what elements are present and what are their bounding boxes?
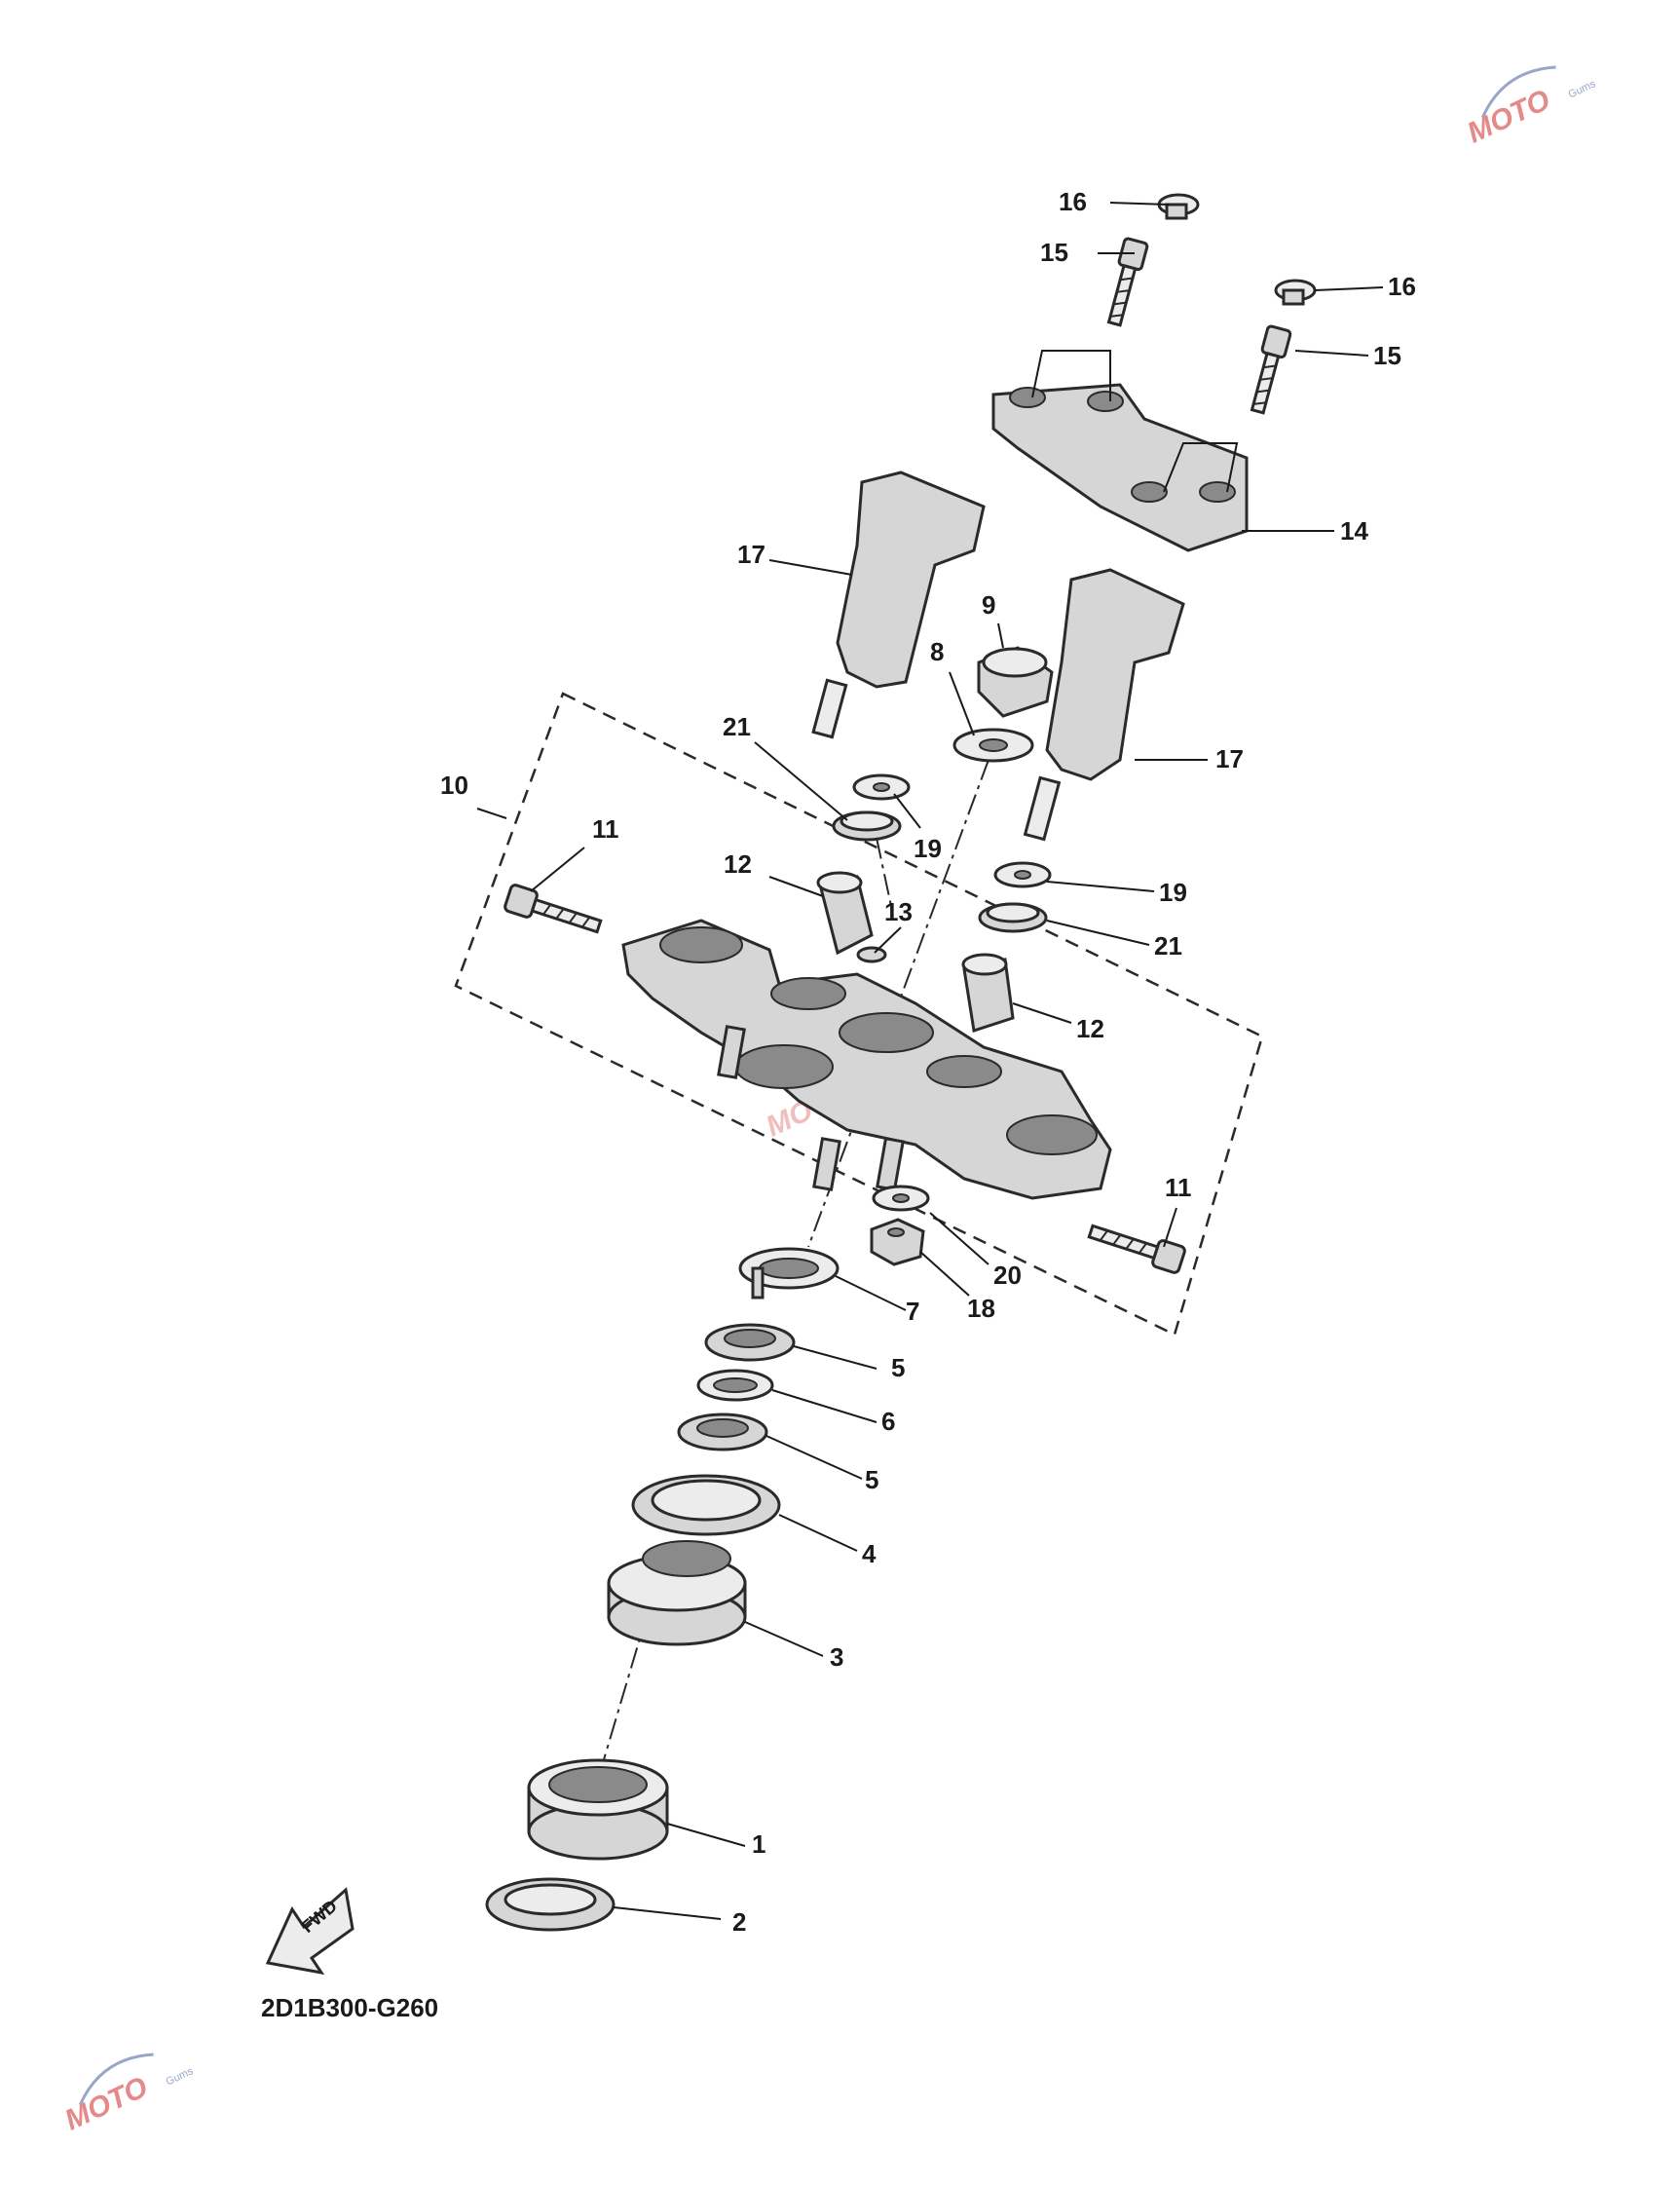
callout-10: 10 [440, 771, 468, 800]
callout-17-left: 17 [737, 540, 765, 569]
callout-13: 13 [884, 897, 913, 926]
watermark-brand-top: MOTO [1463, 84, 1555, 150]
part-9-cap-nut [977, 646, 1054, 718]
part-7-lock-washer [738, 1247, 840, 1300]
leader-lines [476, 202, 1384, 1920]
watermark-tagline-bottom: Gums [165, 2065, 196, 2088]
part-1-lower-bearing [527, 1758, 669, 1861]
diagram-code: 2D1B300-G260 [261, 1993, 438, 2022]
callout-15-upper: 15 [1040, 238, 1068, 267]
callout-12-left: 12 [724, 849, 752, 879]
callout-labels: 1 2 3 4 5 5 6 7 8 9 10 11 11 12 12 13 14… [440, 187, 1416, 1937]
callout-8: 8 [930, 637, 944, 666]
callout-19-right: 19 [1159, 878, 1187, 907]
part-8-washer [952, 728, 1034, 763]
part-12-bushing-left [816, 871, 874, 956]
callout-11-left: 11 [592, 814, 619, 844]
watermark-logo-bottom: MOTO Gums [60, 2053, 196, 2137]
callout-19-left: 19 [914, 834, 942, 863]
callout-11-right: 11 [1165, 1173, 1192, 1202]
part-11-bolt-left [504, 884, 603, 934]
part-4-dust-seal [631, 1474, 781, 1536]
callout-6: 6 [881, 1407, 895, 1436]
part-15-bolt-right [1250, 324, 1292, 415]
part-16-cap-right [1274, 279, 1317, 306]
callout-9: 9 [982, 590, 995, 620]
part-3-bearing [607, 1540, 747, 1646]
part-13-pin [856, 946, 887, 963]
callout-14: 14 [1340, 516, 1368, 546]
part-12-bushing-right [961, 953, 1015, 1033]
part-10-triple-clamp [621, 919, 1112, 1200]
part-11-bolt-right [1087, 1224, 1186, 1274]
callout-15-right: 15 [1373, 341, 1401, 370]
part-5-ring-nut-lower [677, 1413, 768, 1451]
assembly-axis-upper-left [876, 837, 892, 907]
part-19-washer-right [993, 861, 1052, 888]
callout-18: 18 [967, 1294, 995, 1323]
callout-2: 2 [732, 1907, 746, 1937]
part-2-seal [485, 1877, 616, 1932]
part-15-bolt-upper [1106, 237, 1149, 327]
part-21-washer-right [978, 902, 1048, 933]
fwd-arrow-icon: FWD [265, 1887, 355, 1976]
watermark-logo-top: MOTO Gums [1463, 65, 1598, 150]
part-16-cap-upper [1157, 193, 1200, 220]
watermark-tagline-top: Gums [1567, 78, 1598, 100]
part-17-riser-right [1023, 568, 1185, 842]
callout-5-upper: 5 [891, 1353, 905, 1382]
callout-4: 4 [862, 1539, 877, 1568]
watermark-brand-bottom: MOTO [60, 2071, 153, 2137]
callout-7: 7 [906, 1297, 919, 1326]
part-19-washer-left [852, 773, 911, 801]
callout-1: 1 [752, 1829, 765, 1859]
part-18-nut [870, 1218, 925, 1266]
callout-21-left: 21 [723, 712, 751, 741]
part-17-riser-left [811, 471, 986, 739]
callout-16-right: 16 [1388, 272, 1416, 301]
part-21-washer-left [832, 810, 902, 842]
callout-21-right: 21 [1154, 931, 1182, 961]
callout-3: 3 [830, 1642, 843, 1672]
callout-12-right: 12 [1076, 1014, 1104, 1043]
part-14-upper-clamp [991, 350, 1249, 552]
part-6-lock-washer [696, 1369, 774, 1402]
part-5-ring-nut-upper [704, 1323, 796, 1362]
part-20-washer [872, 1185, 930, 1212]
callout-16-upper: 16 [1059, 187, 1087, 216]
callout-20: 20 [993, 1261, 1022, 1290]
callout-17-right: 17 [1215, 744, 1244, 773]
callout-5-lower: 5 [865, 1465, 878, 1494]
